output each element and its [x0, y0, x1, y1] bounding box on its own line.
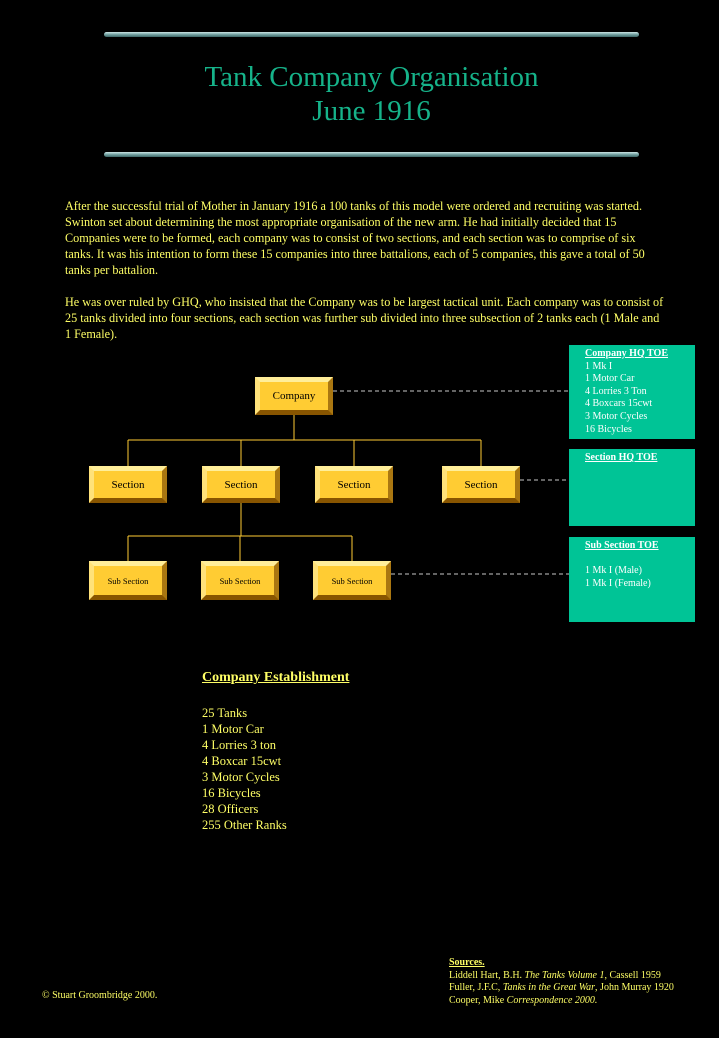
establishment-list: 25 Tanks 1 Motor Car 4 Lorries 3 ton 4 B… [202, 705, 287, 833]
subsection-box: Sub Section [201, 561, 279, 600]
source-publisher: , Cassell 1959 [604, 969, 661, 981]
subsection-toe-item: 1 Mk I (Male) [585, 565, 642, 577]
source-title: Tanks in the Great War [502, 982, 596, 994]
source-publisher: , John Murray 1920 [595, 982, 674, 994]
source-title: Correspondence 2000. [506, 994, 598, 1006]
section-box: Section [89, 466, 167, 503]
copyright-notice: © Stuart Groombridge 2000. [42, 990, 158, 1001]
establishment-item: 4 Lorries 3 ton [202, 738, 276, 752]
establishment-item: 1 Motor Car [202, 722, 264, 736]
section-box-label: Section [224, 478, 258, 491]
establishment-item: 28 Officers [202, 802, 259, 816]
company-box-label: Company [272, 390, 316, 402]
company-hq-toe-title: Company HQ TOE [585, 348, 668, 359]
title-line-2: June 1916 [312, 95, 431, 127]
subsection-toe-spacer [585, 553, 695, 566]
intro-paragraph-1: After the successful trial of Mother in … [65, 199, 645, 277]
section-box: Section [202, 466, 280, 503]
source-author: Liddell Hart, B.H. [449, 969, 525, 981]
top-divider [104, 32, 639, 37]
source-author: Fuller, J.F.C, [449, 982, 503, 994]
section-hq-toe-title: Section HQ TOE [585, 452, 658, 463]
section-box: Section [442, 466, 520, 503]
establishment-title: Company Establishment [202, 670, 350, 685]
sources-block: Sources. Liddell Hart, B.H. The Tanks Vo… [449, 957, 674, 1007]
source-author: Cooper, Mike [449, 994, 507, 1006]
subsection-box-label: Sub Section [219, 575, 261, 586]
subsection-box-label: Sub Section [107, 575, 149, 586]
establishment-item: 255 Other Ranks [202, 818, 287, 832]
subsection-box: Sub Section [313, 561, 391, 600]
subsection-toe-panel: Sub Section TOE 1 Mk I (Male) 1 Mk I (Fe… [569, 537, 695, 622]
subsection-toe-title: Sub Section TOE [585, 540, 659, 551]
company-hq-toe-item: 16 Bicycles [585, 423, 632, 435]
page-title: Tank Company Organisation June 1916 [104, 60, 639, 128]
company-hq-toe-item: 1 Motor Car [585, 373, 635, 385]
source-line: Liddell Hart, B.H. The Tanks Volume 1, C… [449, 970, 674, 983]
establishment-item: 4 Boxcar 15cwt [202, 754, 282, 768]
company-hq-toe-panel: Company HQ TOE 1 Mk I 1 Motor Car 4 Lorr… [569, 345, 695, 439]
company-hq-toe-item: 4 Boxcars 15cwt [585, 398, 653, 410]
title-line-1: Tank Company Organisation [204, 61, 539, 93]
company-box: Company [255, 377, 333, 415]
source-line: Fuller, J.F.C, Tanks in the Great War, J… [449, 982, 674, 995]
establishment-item: 3 Motor Cycles [202, 770, 280, 784]
company-hq-toe-item: 1 Mk I [585, 360, 613, 372]
section-box-label: Section [111, 478, 145, 491]
subsection-box: Sub Section [89, 561, 167, 600]
establishment-item: 16 Bicycles [202, 786, 261, 800]
sources-title: Sources. [449, 957, 485, 968]
company-hq-toe-item: 3 Motor Cycles [585, 410, 648, 422]
section-hq-toe-panel: Section HQ TOE [569, 449, 695, 526]
intro-paragraph-2: He was over ruled by GHQ, who insisted t… [65, 295, 664, 341]
subsection-box-label: Sub Section [331, 575, 373, 586]
source-title: The Tanks Volume 1 [524, 969, 605, 981]
establishment-item: 25 Tanks [202, 706, 248, 720]
section-box-label: Section [464, 478, 498, 491]
company-hq-toe-item: 4 Lorries 3 Ton [585, 385, 647, 397]
subsection-toe-item: 1 Mk I (Female) [585, 577, 651, 589]
bottom-divider [104, 152, 639, 157]
section-box-label: Section [337, 478, 371, 491]
source-line: Cooper, Mike Correspondence 2000. [449, 995, 674, 1008]
section-box: Section [315, 466, 393, 503]
